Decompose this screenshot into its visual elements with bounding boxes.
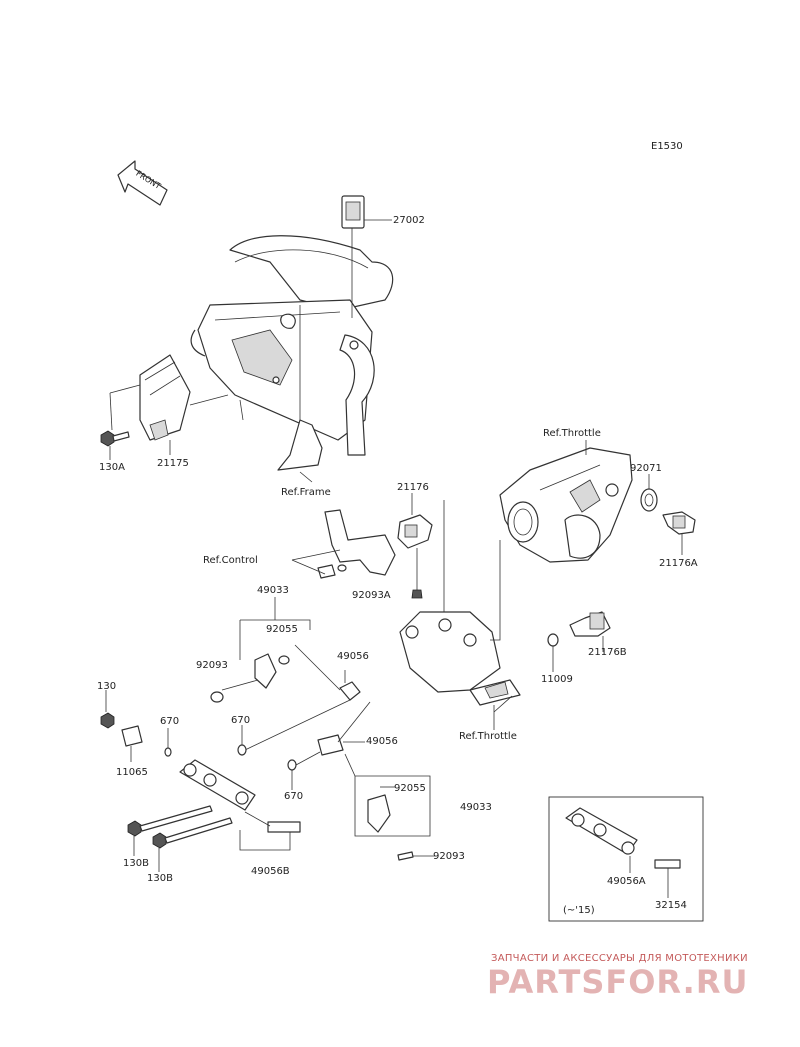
label-92071: 92071 <box>630 463 662 474</box>
label-92055-top: 92055 <box>266 624 298 635</box>
throttle-lower-body <box>399 500 521 706</box>
inset-box <box>548 796 704 922</box>
label-ref-control: Ref.Control <box>203 555 258 566</box>
label-130: 130 <box>97 681 117 692</box>
label-ref-frame: Ref.Frame <box>281 487 331 498</box>
part-49033-injector-top <box>210 597 341 703</box>
part-130B-bolts <box>127 805 233 872</box>
label-11065: 11065 <box>116 767 148 778</box>
part-27002-connector <box>341 195 392 318</box>
label-130A: 130A <box>99 462 125 473</box>
throttle-body <box>499 440 633 563</box>
label-130B-a: 130B <box>123 858 149 869</box>
diagram-id: E1530 <box>651 141 683 152</box>
inset-note: (~'15) <box>563 905 595 916</box>
part-670-ring-c <box>287 759 297 771</box>
part-49033-injector-bottom <box>344 753 435 861</box>
label-ref-throttle-bottom: Ref.Throttle <box>459 731 517 742</box>
label-21176B: 21176B <box>588 647 627 658</box>
part-21176A-sensor <box>662 511 696 555</box>
part-21176-bracket-sensor <box>291 493 433 599</box>
label-670-c: 670 <box>284 791 304 802</box>
label-670-a: 670 <box>160 716 180 727</box>
label-21176A: 21176A <box>659 558 698 569</box>
watermark-logo: PARTSFOR.RU <box>487 963 749 1001</box>
label-32154: 32154 <box>655 900 687 911</box>
part-21175-ecu <box>109 354 229 455</box>
label-49033-top: 49033 <box>257 585 289 596</box>
label-27002: 27002 <box>393 215 425 226</box>
part-130A-bolt <box>100 430 130 460</box>
part-11065-fitting <box>121 725 172 762</box>
watermark-tagline: ЗАПЧАСТИ И АКСЕССУАРЫ ДЛЯ МОТОТЕХНИКИ <box>491 953 748 964</box>
label-670-b: 670 <box>231 715 251 726</box>
frame-drawing <box>190 235 394 471</box>
part-11009-ring <box>547 633 559 672</box>
label-92055-bottom: 92055 <box>394 783 426 794</box>
label-49056-top: 49056 <box>337 651 369 662</box>
part-49056-pipe-mid <box>317 701 371 756</box>
label-49056-mid: 49056 <box>366 736 398 747</box>
label-11009: 11009 <box>541 674 573 685</box>
part-21176B-sensor <box>569 611 611 652</box>
label-92093-bottom: 92093 <box>433 851 465 862</box>
label-21175: 21175 <box>157 458 189 469</box>
fuel-rail-assembly <box>179 759 301 851</box>
part-92071-ring <box>640 474 658 512</box>
label-ref-throttle-top: Ref.Throttle <box>543 428 601 439</box>
label-21176: 21176 <box>397 482 429 493</box>
front-arrow-icon: FRONT <box>117 160 168 206</box>
part-670-ring-a <box>237 744 247 756</box>
label-49056B: 49056B <box>251 866 290 877</box>
label-92093A: 92093A <box>352 590 391 601</box>
part-49056-pipe-top <box>244 670 361 751</box>
label-92093-top: 92093 <box>196 660 228 671</box>
label-130B-b: 130B <box>147 873 173 884</box>
part-130-bolt <box>100 690 115 729</box>
label-49033-bottom: 49033 <box>460 802 492 813</box>
label-49056A: 49056A <box>607 876 646 887</box>
